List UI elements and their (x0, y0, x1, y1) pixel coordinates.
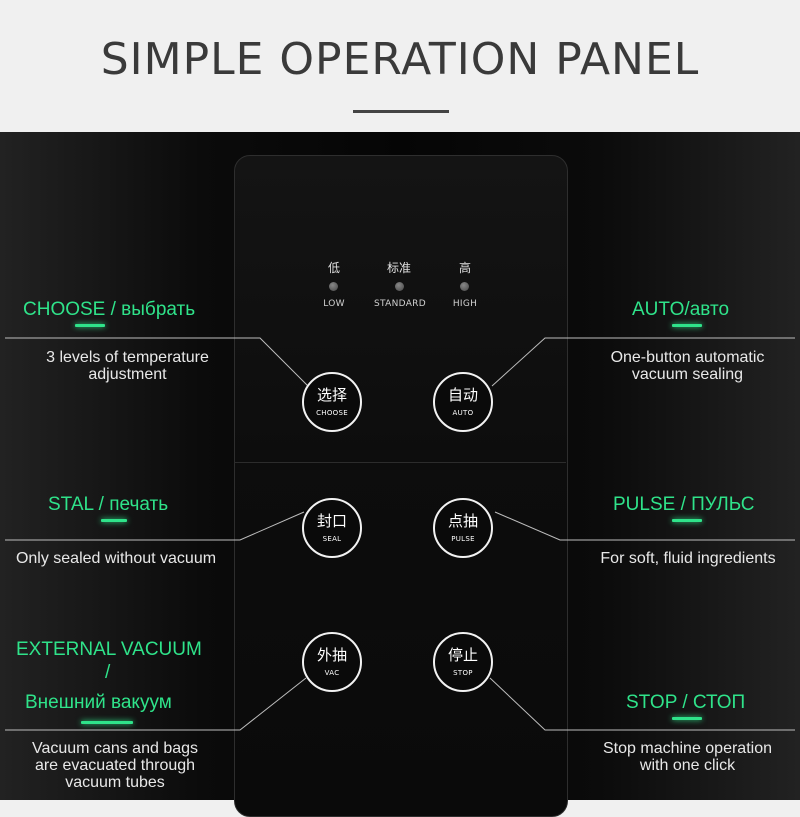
stop-button[interactable]: 停止 STOP (433, 632, 493, 692)
vac-desc-line1: Vacuum cans and bags (31, 740, 199, 757)
choose-callout-line (5, 337, 309, 387)
seal-callout-line (5, 511, 305, 541)
pulse-desc-line1: For soft, fluid ingredients (600, 550, 776, 567)
stop-button-en: STOP (453, 669, 473, 677)
pulse-button-en: PULSE (451, 535, 475, 543)
seal-button[interactable]: 封口 SEAL (302, 498, 362, 558)
level-high-label: HIGH (452, 299, 478, 309)
stop-desc-line2: with one click (639, 757, 736, 774)
vac-heading-line2: / (105, 662, 111, 683)
stop-accent-rule (672, 717, 702, 720)
choose-heading: CHOOSE / выбрать (23, 299, 196, 320)
auto-button-cn: 自动 (447, 386, 478, 404)
pulse-accent-rule (672, 519, 702, 522)
vac-heading-line3: Внешний вакуум (25, 692, 172, 713)
seal-button-cn: 封口 (316, 512, 347, 530)
level-low-indicator (329, 282, 338, 291)
vac-desc-line3: vacuum tubes (65, 774, 165, 791)
vac-accent-rule (81, 721, 133, 724)
stop-callout-line (489, 677, 795, 731)
auto-callout-line (491, 337, 795, 387)
auto-button[interactable]: 自动 AUTO (433, 372, 493, 432)
choose-desc-line1: 3 levels of temperature (46, 349, 209, 366)
seal-button-en: SEAL (322, 535, 342, 543)
vac-button-en: VAC (324, 669, 340, 677)
seal-heading: STAL / печать (48, 494, 169, 515)
choose-accent-rule (75, 324, 105, 327)
level-low-label: LOW (323, 299, 345, 309)
pulse-button[interactable]: 点抽 PULSE (433, 498, 493, 558)
vac-button[interactable]: 外抽 VAC (302, 632, 362, 692)
pulse-heading: PULSE / ПУЛЬС (613, 494, 755, 515)
vac-callout-line (5, 677, 307, 731)
level-standard-indicator (395, 282, 404, 291)
pulse-callout-line (494, 511, 795, 541)
level-high-cn: 高 (458, 261, 471, 275)
choose-desc-line2: adjustment (88, 366, 167, 383)
auto-button-en: AUTO (452, 409, 474, 417)
level-standard-label: STANDARD (374, 299, 426, 309)
panel-divider (234, 462, 566, 463)
stop-button-cn: 停止 (447, 646, 478, 664)
level-low-cn: 低 (327, 261, 340, 275)
auto-desc-line1: One-button automatic (610, 349, 765, 366)
vac-desc-line2: are evacuated through (34, 757, 196, 774)
stop-desc-line1: Stop machine operation (603, 740, 772, 757)
vac-heading-line1: EXTERNAL VACUUM (16, 639, 202, 660)
choose-button-en: CHOOSE (316, 409, 348, 417)
choose-button[interactable]: 选择 CHOOSE (302, 372, 362, 432)
page-title: SIMPLE OPERATION PANEL (100, 34, 700, 85)
stop-heading: STOP / СТОП (626, 692, 746, 713)
seal-desc-line1: Only sealed without vacuum (15, 550, 217, 567)
title-underline (353, 110, 449, 113)
level-standard-cn: 标准 (386, 261, 411, 275)
control-panel (234, 155, 568, 817)
auto-heading: AUTO/авто (632, 299, 730, 320)
auto-accent-rule (672, 324, 702, 327)
level-high-indicator (460, 282, 469, 291)
auto-desc-line2: vacuum sealing (631, 366, 744, 383)
seal-accent-rule (101, 519, 127, 522)
choose-button-cn: 选择 (316, 386, 347, 404)
vac-button-cn: 外抽 (316, 646, 347, 664)
callout-lines (5, 337, 795, 731)
pulse-button-cn: 点抽 (447, 512, 478, 530)
